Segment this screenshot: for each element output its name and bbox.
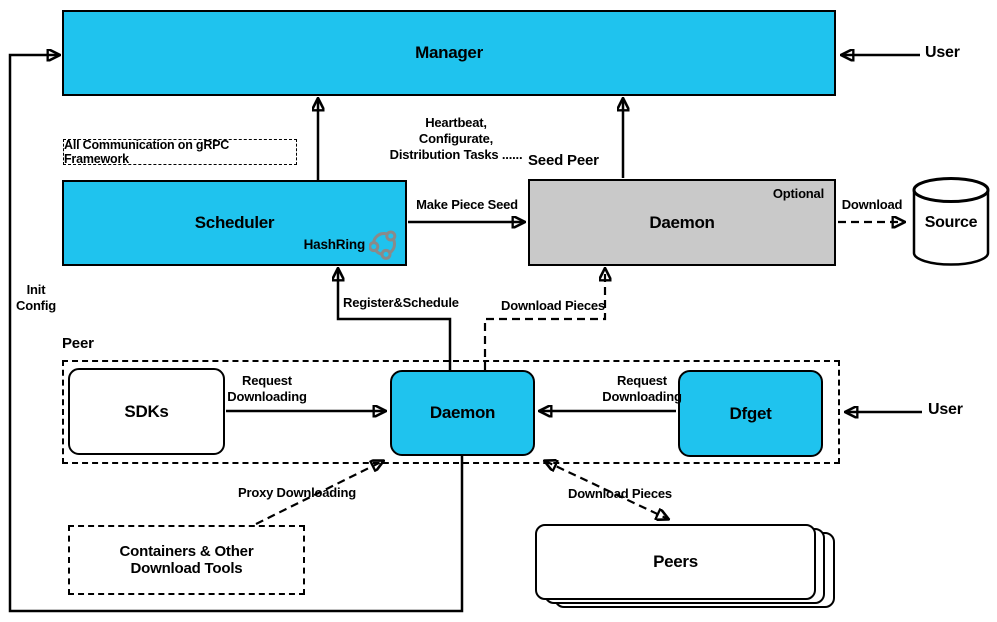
edge-label-request-downloading-dfget: Request Downloading bbox=[602, 373, 682, 404]
source-label: Source bbox=[924, 214, 978, 231]
edge-init-config-line bbox=[8, 55, 464, 613]
grpc-note: All Communication on gRPC Framework bbox=[63, 138, 297, 166]
edge-label-download-pieces-peers: Download Pieces bbox=[568, 486, 672, 501]
edge-label-proxy-downloading: Proxy Downloading bbox=[238, 485, 356, 500]
scheduler-label: Scheduler bbox=[194, 213, 275, 232]
user-right-label: User bbox=[928, 401, 963, 418]
scheduler-node: Scheduler HashRing bbox=[62, 180, 407, 266]
dfget-label: Dfget bbox=[729, 403, 772, 423]
edge-download-pieces-seed-line bbox=[483, 269, 605, 370]
dfget-node: Dfget bbox=[678, 370, 823, 457]
grpc-note-label: All Communication on gRPC Framework bbox=[64, 138, 230, 166]
manager-label: Manager bbox=[415, 43, 483, 62]
edge-label-request-downloading-sdk: Request Downloading bbox=[227, 373, 307, 404]
edge-label-register-schedule: Register&Schedule bbox=[343, 295, 459, 310]
optional-badge: Optional bbox=[772, 186, 824, 201]
edge-proxy-downloading-line bbox=[255, 461, 383, 525]
edge-download-pieces-peers-line bbox=[545, 461, 668, 519]
peer-group-label: Peer bbox=[62, 335, 94, 352]
edge-label-heartbeat: Heartbeat, Configurate, Distribution Tas… bbox=[389, 115, 523, 162]
edge-label-init-config: Init Config bbox=[16, 282, 56, 313]
hashring-label: HashRing bbox=[303, 236, 366, 252]
edge-register-schedule-line bbox=[338, 269, 452, 370]
peer-group-box bbox=[62, 360, 840, 464]
source-cylinder bbox=[912, 177, 990, 266]
seed-daemon-node: Daemon Optional bbox=[528, 179, 836, 266]
peers-node: Peers bbox=[535, 524, 816, 600]
edge-label-make-piece-seed: Make Piece Seed bbox=[416, 197, 518, 212]
peer-daemon-node: Daemon bbox=[390, 370, 535, 456]
manager-node: Manager bbox=[62, 10, 836, 96]
seed-peer-group-label: Seed Peer bbox=[528, 152, 599, 169]
containers-node: Containers & Other Download Tools bbox=[68, 525, 305, 595]
sdks-node: SDKs bbox=[68, 368, 225, 455]
user-top-label: User bbox=[925, 44, 960, 61]
containers-label: Containers & Other Download Tools bbox=[119, 543, 254, 577]
edge-label-download-pieces-seed: Download Pieces bbox=[501, 298, 605, 313]
hashring-icon bbox=[369, 230, 397, 260]
peers-label: Peers bbox=[653, 552, 698, 571]
hashring-badge: HashRing bbox=[304, 228, 399, 260]
seed-daemon-label: Daemon bbox=[649, 212, 715, 232]
peer-daemon-label: Daemon bbox=[429, 403, 496, 422]
edge-label-download: Download bbox=[841, 197, 903, 212]
sdks-label: SDKs bbox=[124, 401, 169, 421]
